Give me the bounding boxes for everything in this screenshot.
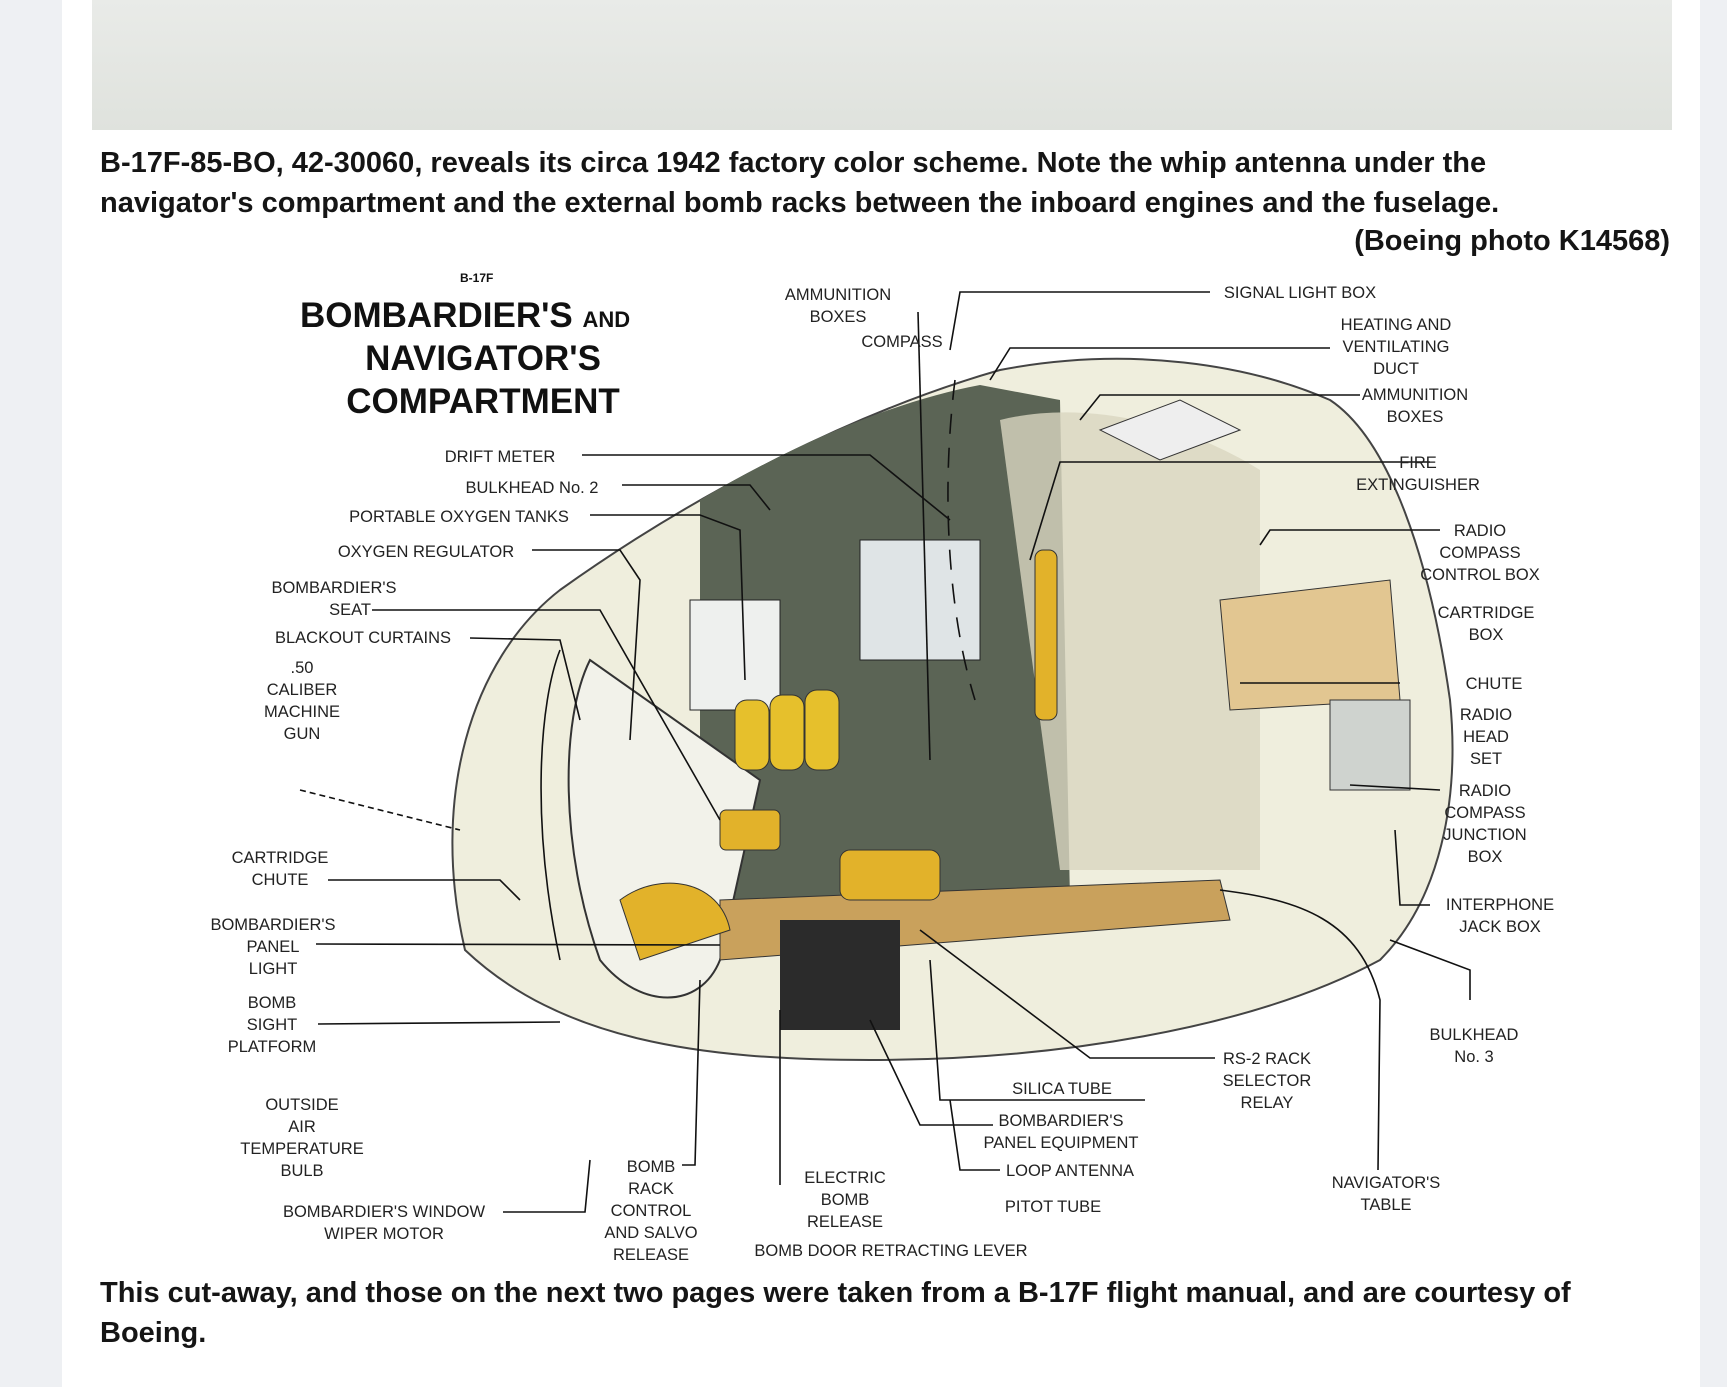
label-bulkhead-no2: BULKHEAD No. 2 — [466, 479, 599, 497]
label-loop-antenna: LOOP ANTENNA — [1006, 1162, 1134, 1180]
label-pitot-tube: PITOT TUBE — [1005, 1198, 1101, 1216]
label-bomb-door-retracting-lever: BOMB DOOR RETRACTING LEVER — [754, 1242, 1027, 1260]
title-line1: BOMBARDIER'S AND — [300, 296, 630, 335]
photo-credit: (Boeing photo K14568) — [1354, 225, 1670, 257]
title-line3: COMPARTMENT — [346, 382, 620, 421]
caption-top-line1: B-17F-85-BO, 42-30060, reveals its circa… — [100, 147, 1487, 179]
caption-bottom-line2: Boeing. — [100, 1317, 207, 1349]
label-signal-light-box: SIGNAL LIGHT BOX — [1224, 284, 1376, 302]
caption-bottom-line1: This cut-away, and those on the next two… — [100, 1277, 1571, 1309]
label-blackout-curtains: BLACKOUT CURTAINS — [275, 629, 451, 647]
leader-lines — [315, 291, 1471, 1213]
fuselage-illustration — [299, 357, 1454, 1062]
diagram-title: B-17F BOMBARDIER'S AND NAVIGATOR'S COMPA… — [300, 271, 630, 421]
title-line2: NAVIGATOR'S — [365, 339, 601, 378]
label-chute-right: CHUTE — [1466, 675, 1523, 693]
caption-top-line2: navigator's compartment and the external… — [100, 187, 1500, 219]
model-label: B-17F — [460, 271, 493, 285]
label-compass: COMPASS — [861, 333, 942, 351]
label-drift-meter: DRIFT METER — [445, 448, 556, 466]
photo-strip — [92, 0, 1672, 130]
label-oxygen-regulator: OXYGEN REGULATOR — [338, 543, 514, 561]
label-portable-oxygen-tanks: PORTABLE OXYGEN TANKS — [349, 508, 569, 526]
label-silica-tube: SILICA TUBE — [1012, 1080, 1112, 1098]
